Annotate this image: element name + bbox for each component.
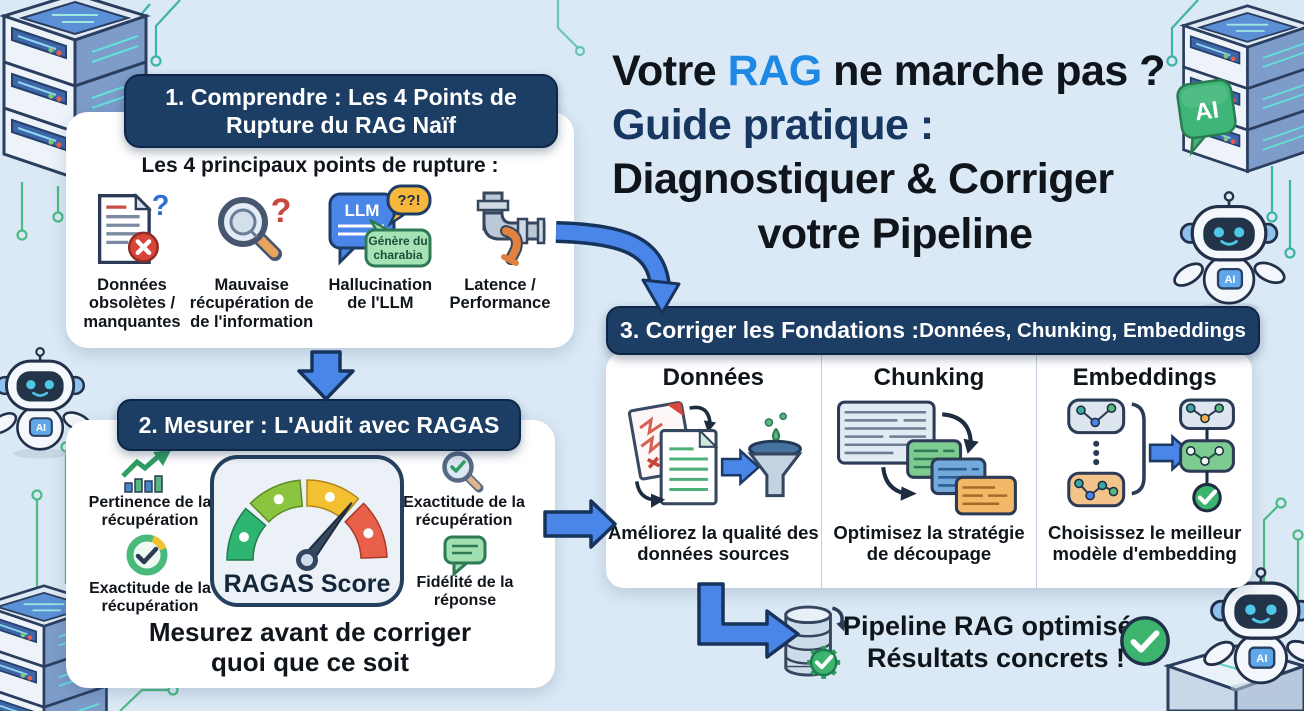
metric-label: Exactitude de la récupération	[89, 580, 211, 615]
server-top-right	[1182, 4, 1304, 173]
section2-footer: Mesurez avant de corriger quoi que ce so…	[148, 617, 472, 677]
chunking-icon	[837, 400, 1017, 516]
title-line-1: Votre RAG ne marche pas ?	[612, 47, 1166, 95]
faithfulness-chat-icon-box	[442, 534, 488, 576]
ragas-gauge: RAGAS Score	[209, 454, 405, 608]
confused-glyph: ??!	[398, 192, 421, 209]
ai-badge-label: AI	[1193, 96, 1221, 126]
metric-label: Fidélité de la réponse	[416, 574, 514, 609]
metric-label: Pertinence de la récupération	[88, 494, 212, 529]
question-mark-glyph: ?	[152, 190, 169, 222]
success-check-box	[1118, 614, 1172, 668]
column-chunking: Chunking	[820, 352, 1038, 588]
accuracy-magnifier-icon-box	[438, 450, 486, 496]
section1-subtitle: Les 4 principaux points de rupture :	[141, 154, 499, 177]
relevance-trend-icon	[121, 450, 171, 493]
bad-retrieval-icon: ?	[217, 192, 291, 261]
success-check-icon	[1120, 616, 1170, 666]
column-caption: Optimisez la stratégie de découpage	[833, 522, 1025, 565]
ai-badge-icon: AI	[1176, 78, 1237, 157]
database-optimized-icon-box	[778, 602, 846, 684]
item-obsolete-data: ? Données obsolètes / manquantes	[82, 184, 182, 331]
llm-hallucination-icon: LLM ??! Génère du charabia	[328, 184, 432, 268]
database-optimized-icon	[784, 605, 846, 679]
result-text: Pipeline RAG optimisé ! Résultats concre…	[840, 610, 1152, 675]
item-bad-retrieval: ? Mauvaise récupération de de l'informat…	[185, 184, 319, 331]
gauge-icon	[210, 455, 404, 607]
section2-card: Pertinence de la récupération Exactitude…	[66, 420, 555, 688]
section3-card: Données	[606, 352, 1252, 588]
column-title: Chunking	[873, 364, 985, 391]
column-title: Données	[662, 364, 765, 391]
obsolete-data-icon: ?	[97, 190, 169, 265]
item-label: Mauvaise récupération de de l'informatio…	[189, 276, 314, 331]
gauge-label: RAGAS Score	[223, 570, 391, 598]
column-caption: Choisissez le meilleur modèle d'embeddin…	[1048, 522, 1242, 565]
section1-card: Les 4 principaux points de rupture :	[66, 112, 574, 348]
rag-highlight: RAG	[727, 47, 823, 95]
accuracy-magnifier-icon	[442, 451, 484, 493]
embedding-model-icon	[1066, 398, 1235, 513]
item-label: Données obsolètes / manquantes	[83, 276, 181, 331]
gibberish-line1: Génère du	[369, 234, 428, 248]
title-line-4: votre Pipeline	[757, 209, 1033, 258]
title-line-3: Diagnostiquer & Corriger	[612, 155, 1114, 204]
data-quality-icon	[628, 401, 803, 508]
latency-icon	[476, 191, 546, 266]
column-title: Embeddings	[1072, 364, 1217, 391]
relevance-trend-icon-box	[118, 450, 176, 494]
arrow-section1-to-section2	[297, 350, 355, 401]
main-title: Votre RAG ne marche pas ? Guide pratique…	[612, 44, 1178, 261]
column-donnees: Données	[606, 352, 821, 588]
faithfulness-chat-icon	[443, 535, 487, 576]
section3-header: 3. Corriger les Fondations : Données, Ch…	[606, 306, 1260, 355]
section2-header: 2. Mesurer : L'Audit avec RAGAS	[117, 399, 521, 451]
metric-label: Exactitude de la récupération	[403, 494, 525, 529]
arrow-section2-to-section3	[543, 499, 617, 549]
result-line-1: Pipeline RAG optimisé !	[842, 611, 1150, 641]
gibberish-line2: charabia	[374, 248, 424, 262]
section1-items: ? Données obsolètes / manquantes ?	[66, 184, 574, 331]
column-embeddings: Embeddings	[1037, 352, 1252, 588]
section1-header: 1. Comprendre : Les 4 Points de Rupture …	[124, 74, 558, 148]
llm-bubble-label: LLM	[345, 201, 380, 220]
item-label: Latence / Performance	[449, 276, 551, 313]
section3-header-sub: Données, Chunking, Embeddings	[919, 318, 1246, 342]
section3-header-main: 3. Corriger les Fondations :	[620, 317, 920, 343]
robot-right	[1169, 190, 1289, 315]
result-line-2: Résultats concrets !	[866, 643, 1126, 674]
title-line-2: Guide pratique :	[612, 101, 934, 150]
item-latency: Latence / Performance	[442, 184, 558, 331]
accuracy-check-icon	[126, 534, 168, 576]
column-caption: Améliorez la qualité des données sources	[607, 522, 819, 565]
item-hallucination: LLM ??! Génère du charabia Hallucination…	[321, 184, 439, 331]
question-mark-glyph: ?	[270, 192, 291, 230]
accuracy-check-icon-box	[124, 532, 170, 578]
item-label: Hallucination de l'LLM	[328, 276, 433, 313]
